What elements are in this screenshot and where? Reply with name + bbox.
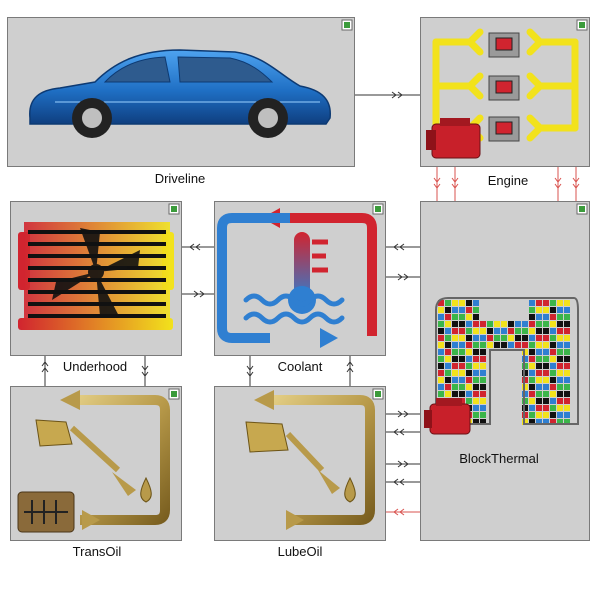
lubeoil-label: LubeOil [277,544,323,559]
thermal-connector-lines [386,167,577,513]
block-badge-icon [576,203,588,215]
block-badge-icon [341,19,353,31]
block-badge-icon [168,388,180,400]
thermal-port-icons [393,177,580,516]
engine-label: Engine [487,173,529,188]
block-badge-icon [168,203,180,215]
car-icon [29,49,331,138]
coolant-icon [217,208,377,348]
block-badge-icon [372,388,384,400]
transoil-label: TransOil [72,544,122,559]
engine-pipes-icon [432,28,579,142]
coolant-label: Coolant [277,359,323,374]
block-badge-icon [372,203,384,215]
connector-port-icons [41,91,409,486]
blockthermal-label: BlockThermal [459,451,539,466]
underhood-label: Underhood [62,359,128,374]
engine-motor-icon [426,118,481,159]
radiator-fan-icon [18,222,174,330]
transoil-icon [17,390,170,533]
driveline-label: Driveline [154,171,206,186]
blockthermal-engine-icon [424,398,471,435]
lubeoil-icon [231,390,375,530]
cylinder-icons [488,32,520,142]
block-badge-icon [576,19,588,31]
